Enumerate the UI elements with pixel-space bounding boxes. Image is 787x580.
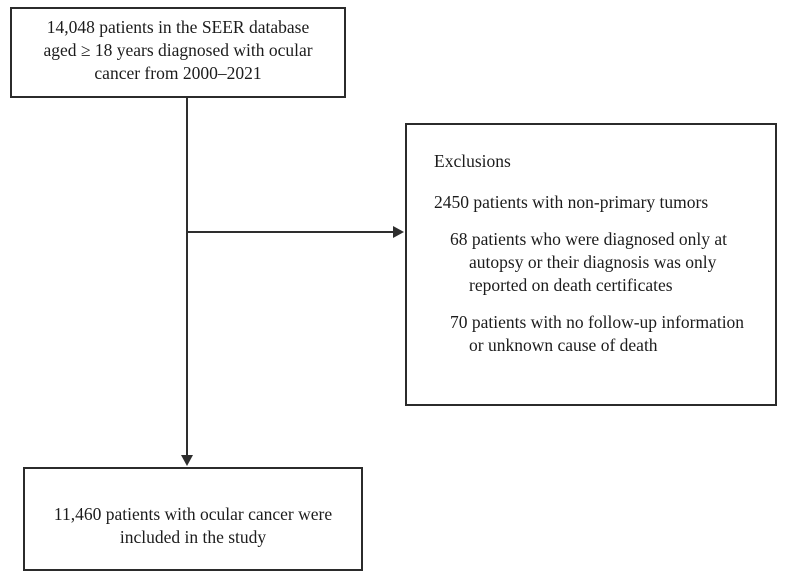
exclusion-item-line: or unknown cause of death [469,335,658,355]
study-population-box: 14,048 patients in the SEER database age… [10,7,346,98]
included-patients-line: included in the study [119,527,267,547]
horizontal-connector-line [187,231,393,233]
exclusion-item-line: 2450 patients with non-primary tumors [434,192,709,212]
arrowhead-right-icon [393,226,404,238]
study-population-line: 14,048 patients in the SEER database [46,17,310,37]
study-population-line: aged ≥ 18 years diagnosed with ocular [43,40,313,60]
included-patients-line: 11,460 patients with ocular cancer were [53,504,333,524]
exclusion-item-line: reported on death certificates [469,275,673,295]
exclusion-item-non-primary: 2450 patients with non-primary tumors [434,191,765,214]
exclusion-item-autopsy: 68 patients who were diagnosed only at a… [434,228,765,297]
exclusions-box: Exclusions 2450 patients with non-primar… [405,123,777,406]
arrowhead-down-icon [181,455,193,466]
exclusion-item-followup: 70 patients with no follow-up informatio… [434,311,765,357]
exclusion-item-line: 70 patients with no follow-up informatio… [450,312,745,332]
exclusion-item-line: 68 patients who were diagnosed only at [450,229,728,249]
exclusions-title: Exclusions [434,151,511,171]
vertical-connector-line [186,98,188,455]
study-population-line: cancer from 2000–2021 [94,63,262,83]
exclusion-item-line: autopsy or their diagnosis was only [469,252,717,272]
included-patients-box: 11,460 patients with ocular cancer were … [23,467,363,571]
